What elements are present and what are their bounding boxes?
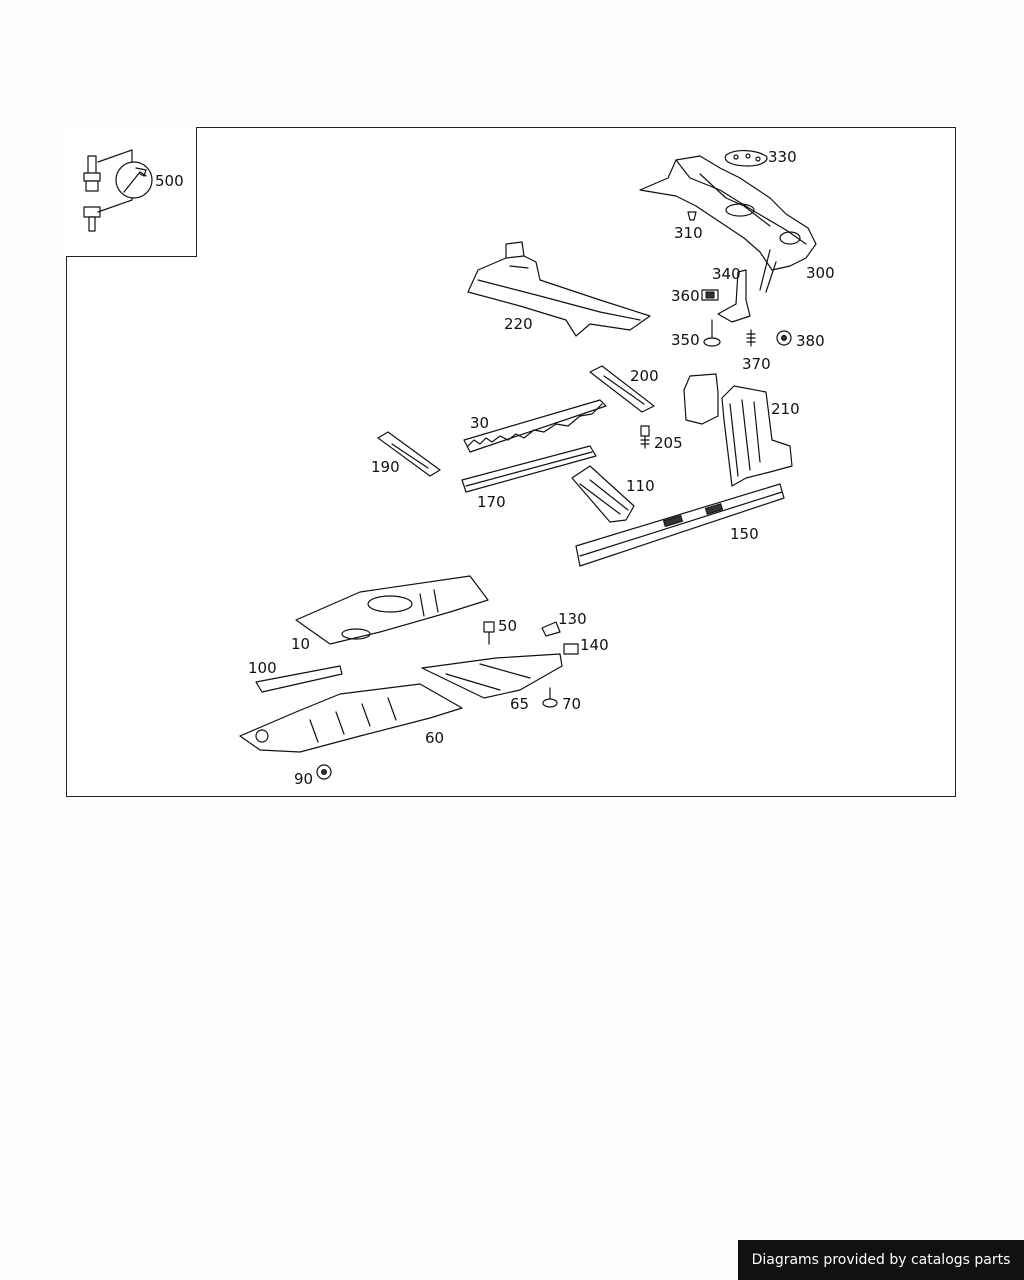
- callout-70: 70: [562, 695, 581, 713]
- part-10-drawing: [295, 575, 489, 645]
- callout-500: 500: [155, 172, 184, 190]
- wrench-icon: [115, 161, 153, 199]
- callout-380: 380: [796, 332, 825, 350]
- part-190-drawing: [377, 431, 441, 477]
- callout-60: 60: [425, 729, 444, 747]
- part-370-drawing: [746, 329, 756, 347]
- part-300-drawing: [639, 155, 817, 293]
- part-310-drawing: [687, 211, 697, 221]
- callout-210: 210: [771, 400, 800, 418]
- callout-10: 10: [291, 635, 310, 653]
- part-350-drawing: [703, 319, 721, 347]
- part-330-drawing: [724, 150, 768, 167]
- callout-110: 110: [626, 477, 655, 495]
- callout-205: 205: [654, 434, 683, 452]
- part-340-drawing: [717, 269, 751, 323]
- callout-170: 170: [477, 493, 506, 511]
- part-210-drawing: [683, 373, 793, 487]
- callout-330: 330: [768, 148, 797, 166]
- part-140-drawing: [563, 643, 579, 655]
- callout-310: 310: [674, 224, 703, 242]
- callout-130: 130: [558, 610, 587, 628]
- callout-300: 300: [806, 264, 835, 282]
- callout-100: 100: [248, 659, 277, 677]
- callout-350: 350: [671, 331, 700, 349]
- part-200-drawing: [589, 365, 655, 413]
- part-130-drawing: [541, 621, 561, 637]
- part-100-drawing: [255, 665, 343, 693]
- callout-340: 340: [712, 265, 741, 283]
- part-380-drawing: [776, 330, 792, 346]
- part-220-drawing: [467, 241, 651, 337]
- part-30-drawing: [463, 399, 607, 453]
- part-110-drawing: [571, 465, 635, 523]
- callout-50: 50: [498, 617, 517, 635]
- part-60-drawing: [239, 683, 463, 753]
- part-90-drawing: [316, 764, 332, 780]
- part-70-drawing: [542, 687, 558, 708]
- callout-30: 30: [470, 414, 489, 432]
- callout-360: 360: [671, 287, 700, 305]
- callout-200: 200: [630, 367, 659, 385]
- callout-220: 220: [504, 315, 533, 333]
- part-65-drawing: [421, 653, 563, 699]
- part-360-drawing: [701, 289, 719, 301]
- callout-370: 370: [742, 355, 771, 373]
- callout-150: 150: [730, 525, 759, 543]
- footer-banner: Diagrams provided by catalogs parts: [738, 1240, 1024, 1280]
- callout-140: 140: [580, 636, 609, 654]
- callout-65: 65: [510, 695, 529, 713]
- part-150-drawing: [575, 483, 785, 567]
- callout-90: 90: [294, 770, 313, 788]
- inset-bolts-drawing: [83, 149, 133, 232]
- part-50-drawing: [483, 621, 495, 645]
- part-205-drawing: [640, 425, 650, 449]
- footer-text: Diagrams provided by catalogs parts: [751, 1252, 1011, 1268]
- callout-190: 190: [371, 458, 400, 476]
- part-170-drawing: [461, 445, 597, 493]
